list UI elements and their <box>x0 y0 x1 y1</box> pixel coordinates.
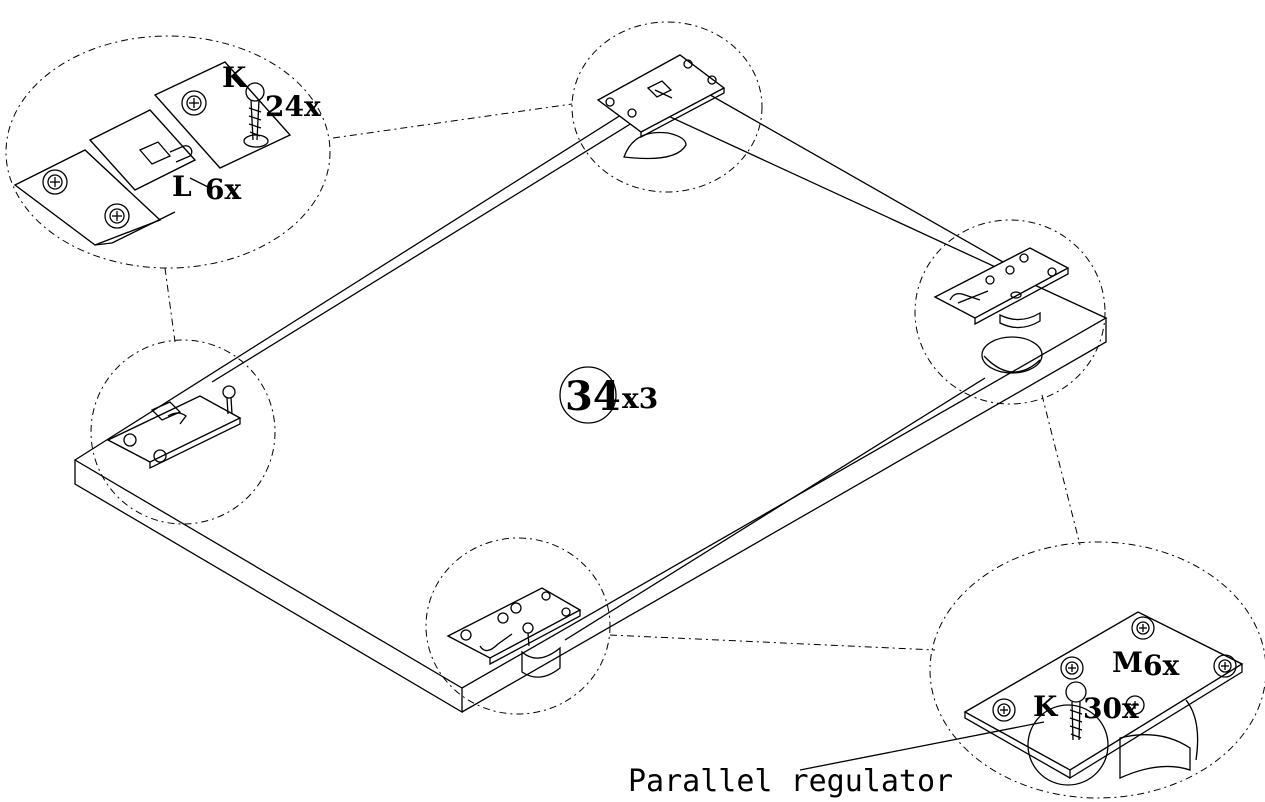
screw-k-icon <box>243 82 269 148</box>
label-k-bottom-count: 30x <box>1083 692 1139 725</box>
phillips-screw-icon <box>1213 654 1237 678</box>
parallel-regulator-note: Parallel regulator <box>628 764 953 799</box>
part-quantity: x3 <box>622 382 658 415</box>
detail-left-hinge <box>90 339 276 525</box>
label-k-top-letter: K <box>222 61 248 94</box>
detail-right-roller <box>914 219 1106 405</box>
label-k-bottom-letter: K <box>1033 690 1059 723</box>
detail-connectors <box>164 103 1081 651</box>
detail-top-hinge <box>571 21 763 193</box>
roller-wheel-icon <box>999 311 1041 329</box>
phillips-screw-icon <box>42 169 68 195</box>
label-l-letter: L <box>172 170 192 203</box>
phillips-screw-icon <box>1125 695 1145 715</box>
label-l-count: 6x <box>205 173 241 206</box>
screw-icon <box>522 622 534 647</box>
roller-wheel-icon <box>1119 699 1199 780</box>
part-number-badge: 34 <box>559 366 621 424</box>
label-m-letter: M <box>1112 646 1143 679</box>
board-panel <box>73 91 1108 714</box>
phillips-screw-icon <box>992 698 1016 722</box>
phillips-screw-icon <box>181 90 207 116</box>
label-k-top-count: 24x <box>265 90 321 123</box>
phillips-screw-icon <box>1131 616 1155 640</box>
detail-bottom-right-magnified <box>799 541 1265 799</box>
part-number: 34 <box>565 373 621 420</box>
label-m-count: 6x <box>1143 649 1179 682</box>
screw-k-long-icon <box>1065 681 1087 741</box>
phillips-screw-icon <box>1060 656 1084 680</box>
detail-top-left-magnified <box>5 35 331 269</box>
detail-bottom-roller <box>425 537 611 715</box>
roller-wheel-icon <box>521 646 561 678</box>
phillips-screw-icon <box>104 203 130 229</box>
screw-icon <box>222 385 236 415</box>
